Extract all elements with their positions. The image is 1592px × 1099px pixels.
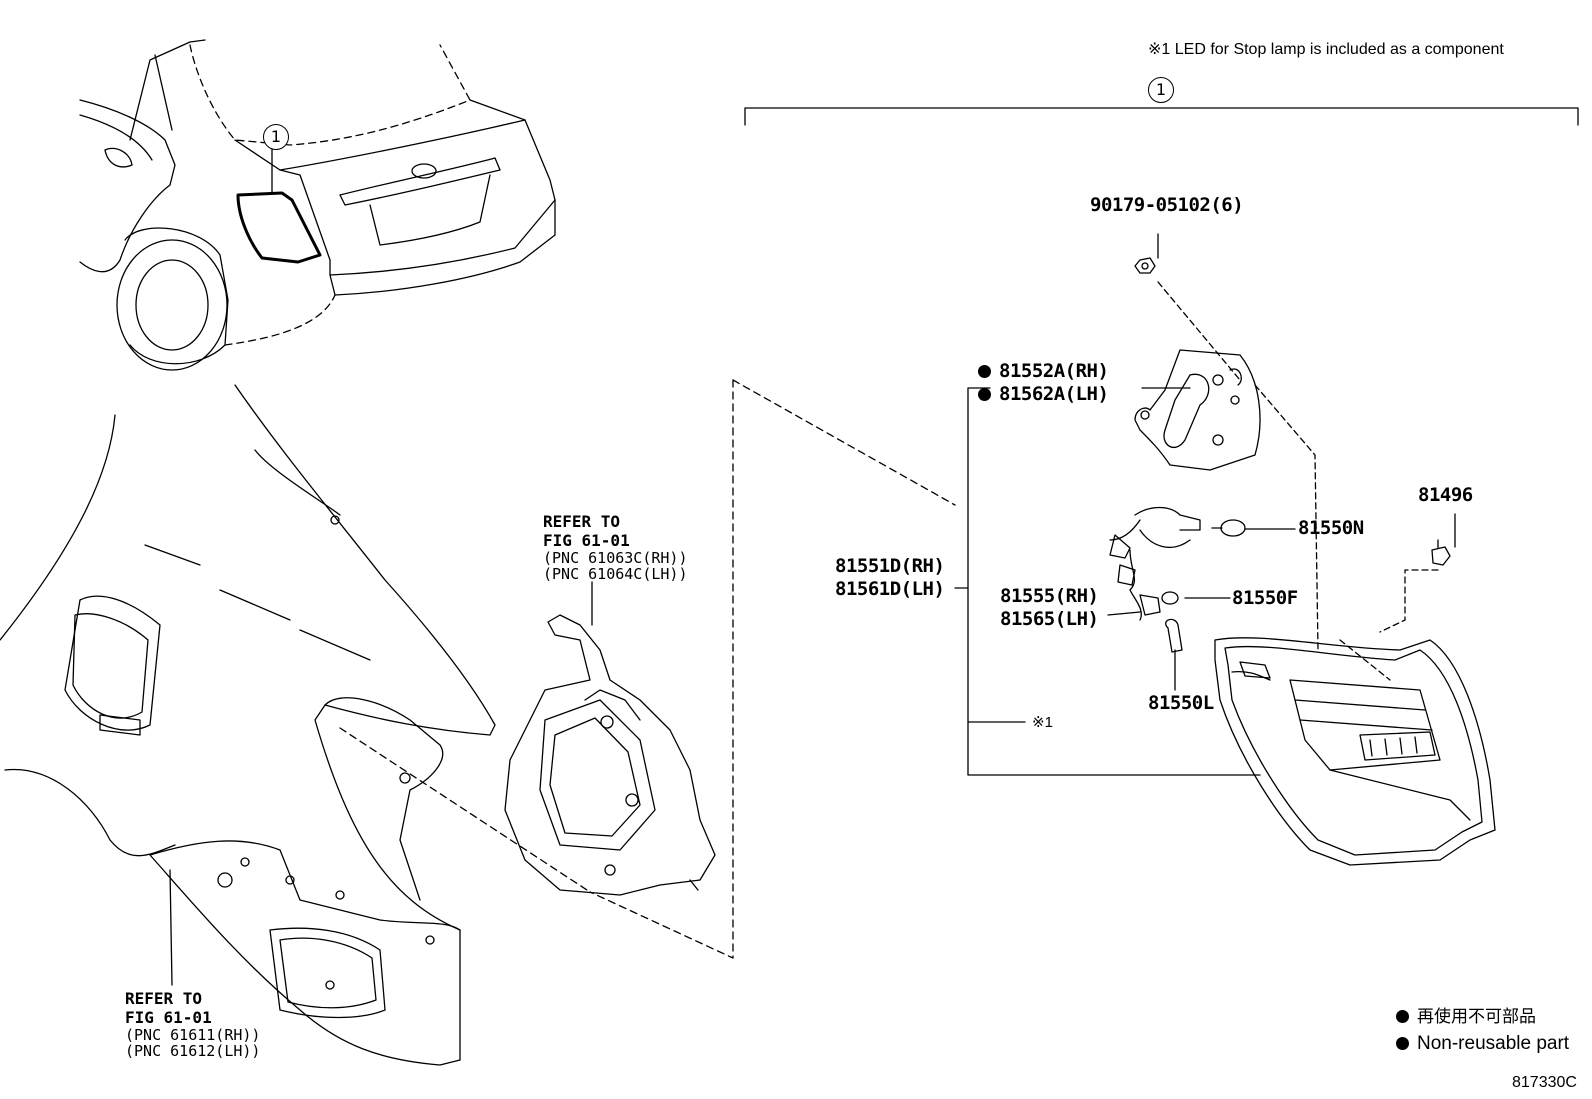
non-reusable-dot-icon (978, 388, 991, 401)
part-label-led: ※1 (1032, 714, 1053, 731)
gasket-illustration (1134, 349, 1261, 471)
part-label-81551D[interactable]: 81551D(RH) (835, 555, 945, 577)
clip-illustration (1431, 539, 1451, 566)
refer-left-pnc-rh: (PNC 61611(RH)) (125, 1026, 261, 1044)
callout-1-car: 1 (263, 124, 289, 150)
refer-right-line1: REFER TO (543, 512, 621, 531)
quarter-panel-illustration (0, 384, 496, 1066)
callout-1-group: 1 (1148, 77, 1174, 103)
refer-right-line2: FIG 61-01 (543, 531, 630, 550)
part-label-81561D[interactable]: 81561D(LH) (835, 578, 945, 600)
part-label-81550F[interactable]: 81550F (1232, 587, 1298, 609)
refer-left-line2: FIG 61-01 (125, 1008, 212, 1027)
inner-panel-illustration (504, 614, 716, 896)
nut-illustration (1134, 257, 1156, 274)
refer-left-line1: REFER TO (125, 989, 203, 1008)
figure-code: 817330C (1512, 1074, 1577, 1091)
part-label-90179-05102[interactable]: 90179-05102(6) (1090, 194, 1244, 216)
non-reusable-dot-icon (978, 365, 991, 378)
part-label-81550L[interactable]: 81550L (1148, 692, 1214, 714)
tail-lamp-illustration (1214, 637, 1496, 866)
part-label-81496[interactable]: 81496 (1418, 484, 1473, 506)
leader-lines (339, 107, 1579, 959)
part-label-81552A[interactable]: 81552A(RH) (978, 362, 1109, 381)
legend-japanese: 再使用不可部品 (1396, 1009, 1536, 1026)
refer-right-pnc-rh: (PNC 61063C(RH)) (543, 549, 688, 567)
refer-left-pnc-lh: (PNC 61612(LH)) (125, 1042, 261, 1060)
car-rear-illustration (79, 39, 556, 371)
legend-english: Non-reusable part (1396, 1034, 1569, 1053)
refer-right-pnc-lh: (PNC 61064C(LH)) (543, 565, 688, 583)
part-label-81555[interactable]: 81555(RH) (1000, 585, 1099, 607)
part-label-81562A[interactable]: 81562A(LH) (978, 385, 1109, 404)
stop-lamp-led-note: ※1 LED for Stop lamp is included as a co… (1148, 41, 1504, 58)
part-label-81550N[interactable]: 81550N (1298, 517, 1364, 539)
legend-dot-icon (1396, 1037, 1409, 1050)
socket-wiring-illustration (1109, 506, 1246, 653)
part-label-81565[interactable]: 81565(LH) (1000, 608, 1099, 630)
refer-fig-61-01-right[interactable]: REFER TO FIG 61-01 (PNC 61063C(RH)) (PNC… (543, 512, 688, 582)
refer-fig-61-01-left[interactable]: REFER TO FIG 61-01 (PNC 61611(RH)) (PNC … (125, 989, 260, 1059)
legend-dot-icon (1396, 1010, 1409, 1023)
